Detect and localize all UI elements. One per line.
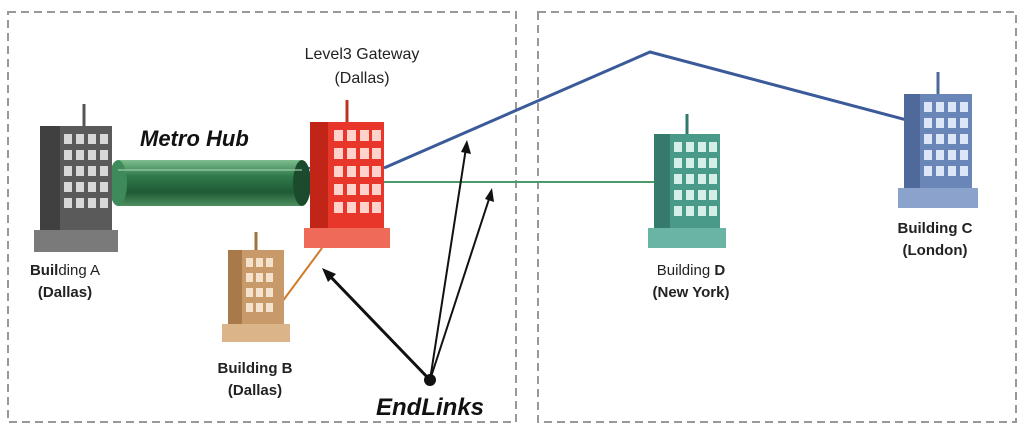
building-c-label: Building C (London): [880, 220, 990, 260]
building-d-icon: [648, 114, 726, 248]
building-b-icon: [222, 232, 290, 342]
building-d-name-letter: D: [714, 262, 726, 279]
building-a-name: Building A: [10, 262, 120, 280]
metro-hub-tube: [109, 160, 311, 206]
metro-hub-label: Metro Hub: [140, 126, 249, 151]
link-gateway-to-london: [383, 50, 923, 170]
building-a-label: Building A (Dallas): [10, 262, 120, 302]
gateway-label: Level3 Gateway (Dallas): [282, 46, 442, 88]
gateway-label-line2: (Dallas): [334, 70, 390, 87]
building-a-name-rest: ding A: [58, 262, 101, 279]
building-b-name: Building B: [217, 360, 293, 377]
building-a-name-prefix: Buil: [29, 262, 59, 279]
link-gateway-to-building-b: [281, 247, 323, 303]
building-d-name: Building D: [626, 262, 756, 280]
building-c-icon: [898, 72, 978, 208]
gateway-label-line1: Level3 Gateway: [304, 46, 420, 63]
building-c-name: Building C: [897, 220, 973, 237]
building-d-city: (New York): [652, 284, 730, 301]
building-a-city: (Dallas): [37, 284, 93, 301]
building-b-label: Building B (Dallas): [200, 360, 310, 400]
endlinks-label: EndLinks: [376, 394, 485, 421]
remote-region-border: [537, 11, 1017, 423]
building-c-city: (London): [902, 242, 968, 259]
endlinks-arrows: [322, 140, 494, 386]
building-d-name-prefix: Building: [656, 262, 715, 279]
building-d-label: Building D (New York): [626, 262, 756, 302]
gateway-icon: [304, 100, 390, 248]
building-a-icon: [34, 104, 118, 252]
dallas-region-border: [7, 11, 517, 423]
building-b-city: (Dallas): [227, 382, 283, 399]
